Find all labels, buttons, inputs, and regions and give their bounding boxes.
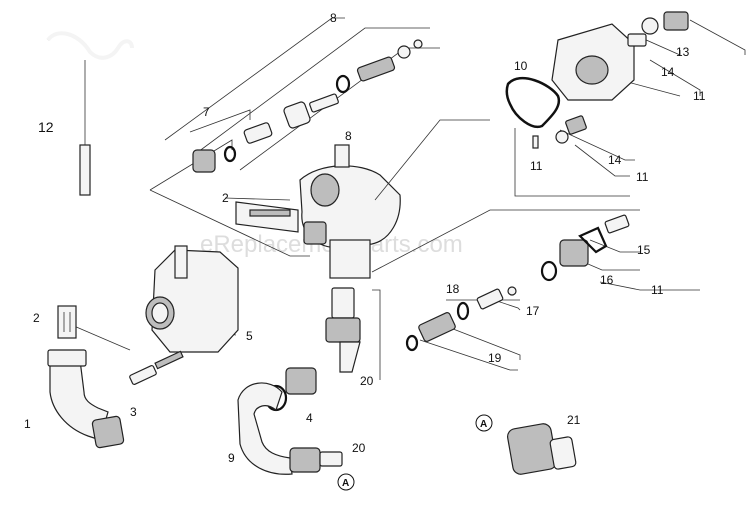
- cylinder-head: [551, 11, 689, 101]
- marker-a-bottom-text: A: [342, 478, 349, 489]
- inlet-elbow: [47, 349, 125, 449]
- callout-16: 16: [600, 273, 614, 287]
- outlet-elbow: [237, 382, 343, 475]
- pump-housing: [145, 245, 239, 353]
- callout-14-mid: 14: [608, 153, 622, 167]
- bolt: [129, 350, 184, 385]
- callout-11-top: 11: [693, 89, 706, 103]
- callout-13: 13: [676, 45, 690, 59]
- bracket-left: [57, 305, 77, 339]
- callout-8-top: 8: [330, 11, 337, 25]
- callout-7: 7: [203, 105, 210, 119]
- connection-marker-left: A: [475, 414, 493, 432]
- marker-a-left-text: A: [480, 419, 487, 430]
- pump-head: [299, 144, 401, 279]
- callout-10: 10: [514, 59, 528, 73]
- callout-2-top: 2: [222, 191, 229, 205]
- valve-parts-17-19: [405, 286, 517, 352]
- callout-3: 3: [130, 405, 137, 419]
- valve-parts-14: [555, 115, 587, 144]
- connection-marker-bottom: A: [337, 473, 355, 491]
- callout-12: 12: [38, 119, 54, 135]
- callout-11-mid: 11: [636, 170, 649, 184]
- callout-14-top: 14: [661, 65, 675, 79]
- callout-labels: 8 12 7 8 2 2 5 3 1 4 9 20 20 21 10 11 13…: [24, 11, 706, 465]
- callout-15: 15: [637, 243, 651, 257]
- callout-20-bottom: 20: [352, 441, 366, 455]
- hose-hook: [46, 31, 134, 196]
- valve-parts-7: [192, 122, 273, 173]
- callout-8-mid: 8: [345, 129, 352, 143]
- bracket-top: [235, 201, 299, 233]
- callout-17: 17: [526, 304, 540, 318]
- callout-4: 4: [306, 411, 313, 425]
- callout-11-low: 11: [651, 283, 664, 297]
- callout-11-gasket: 11: [530, 159, 543, 173]
- callout-5: 5: [246, 329, 253, 343]
- fitting-20: [325, 287, 361, 373]
- quick-coupling: [507, 423, 577, 475]
- callout-2-left: 2: [33, 311, 40, 325]
- callout-1: 1: [24, 417, 31, 431]
- callout-18: 18: [446, 282, 460, 296]
- callout-21: 21: [567, 413, 581, 427]
- check-valve-parts: [283, 39, 423, 129]
- valve-parts-15-16: [540, 214, 630, 282]
- callout-20-mid: 20: [360, 374, 374, 388]
- leader-lines-right: [371, 19, 746, 380]
- callout-19: 19: [488, 351, 502, 365]
- gasket: [505, 76, 561, 149]
- callout-9: 9: [228, 451, 235, 465]
